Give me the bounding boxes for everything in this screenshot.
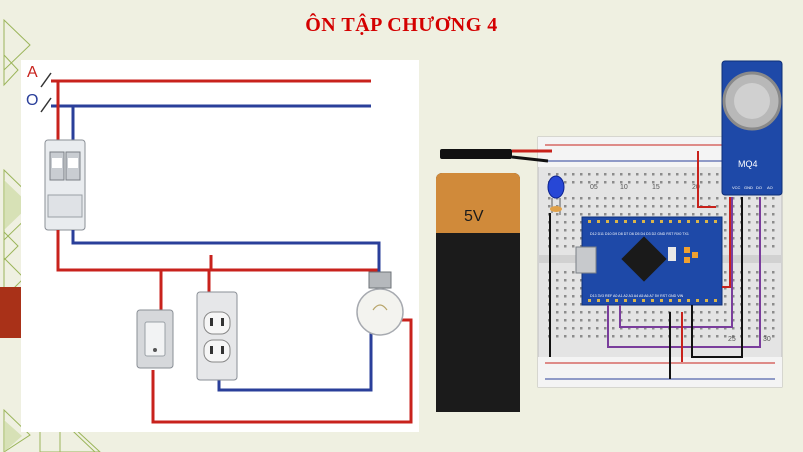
light-bulb bbox=[356, 271, 404, 336]
neutral-branch bbox=[71, 230, 381, 275]
wall-switch bbox=[136, 309, 174, 369]
sensor-pin: GND bbox=[744, 185, 753, 190]
col-number: 20 bbox=[692, 184, 700, 191]
arduino-circuit: 05 10 15 20 25 30 D12 D11 D10 D9 D8 D7 D… bbox=[436, 60, 783, 413]
col-number: 25 bbox=[728, 336, 736, 343]
sensor-pin: DO bbox=[756, 185, 762, 190]
col-number: 10 bbox=[620, 184, 628, 191]
wall-socket bbox=[196, 291, 238, 381]
arduino-circuit-panel: 05 10 15 20 25 30 D12 D11 D10 D9 D8 D7 D… bbox=[430, 57, 802, 413]
neutral-label: O bbox=[26, 92, 38, 109]
battery-label: 5V bbox=[464, 208, 484, 225]
wiring-diagram: A O bbox=[26, 64, 413, 424]
neutral-switch-mark bbox=[40, 97, 52, 113]
blue-led bbox=[547, 175, 565, 215]
nano-bottom-pin-labels: D13 3V3 REF A0 A1 A2 A3 A4 A5 A6 A7 5V R… bbox=[590, 294, 684, 298]
slide-title: ÔN TẬP CHƯƠNG 4 bbox=[305, 14, 498, 36]
col-number: 30 bbox=[763, 336, 771, 343]
sensor-pin: VCC bbox=[732, 185, 741, 190]
usb-port bbox=[575, 246, 597, 274]
col-number: 05 bbox=[590, 184, 598, 191]
phase-branch bbox=[56, 230, 213, 272]
sensor-pin: AO bbox=[767, 185, 773, 190]
jumper-purple-1 bbox=[619, 197, 733, 328]
circuit-breaker bbox=[44, 139, 86, 231]
phase-label: A bbox=[27, 64, 38, 81]
phase-to-lamp bbox=[211, 268, 378, 275]
jumper-purple-2 bbox=[607, 197, 761, 348]
jumper-black-1 bbox=[691, 197, 743, 358]
nano-top-pin-labels: D12 D11 D10 D9 D8 D7 D6 D5 D4 D3 D2 GND … bbox=[590, 232, 689, 236]
neutral-return bbox=[217, 330, 373, 392]
mq4-sensor: MQ4 VCC GND DO AO bbox=[721, 60, 783, 196]
col-number: 15 bbox=[652, 184, 660, 191]
battery-wire-black bbox=[511, 155, 549, 163]
jumper-red-2 bbox=[722, 197, 731, 288]
sensor-label: MQ4 bbox=[738, 159, 758, 169]
wiring-diagram-panel: A O bbox=[21, 60, 419, 432]
jumper-red-1 bbox=[697, 151, 716, 208]
arduino-nano: D12 D11 D10 D9 D8 D7 D6 D5 D4 D3 D2 GND … bbox=[575, 216, 723, 306]
battery-5v: 5V bbox=[436, 149, 520, 413]
phase-switch-mark bbox=[40, 72, 52, 88]
